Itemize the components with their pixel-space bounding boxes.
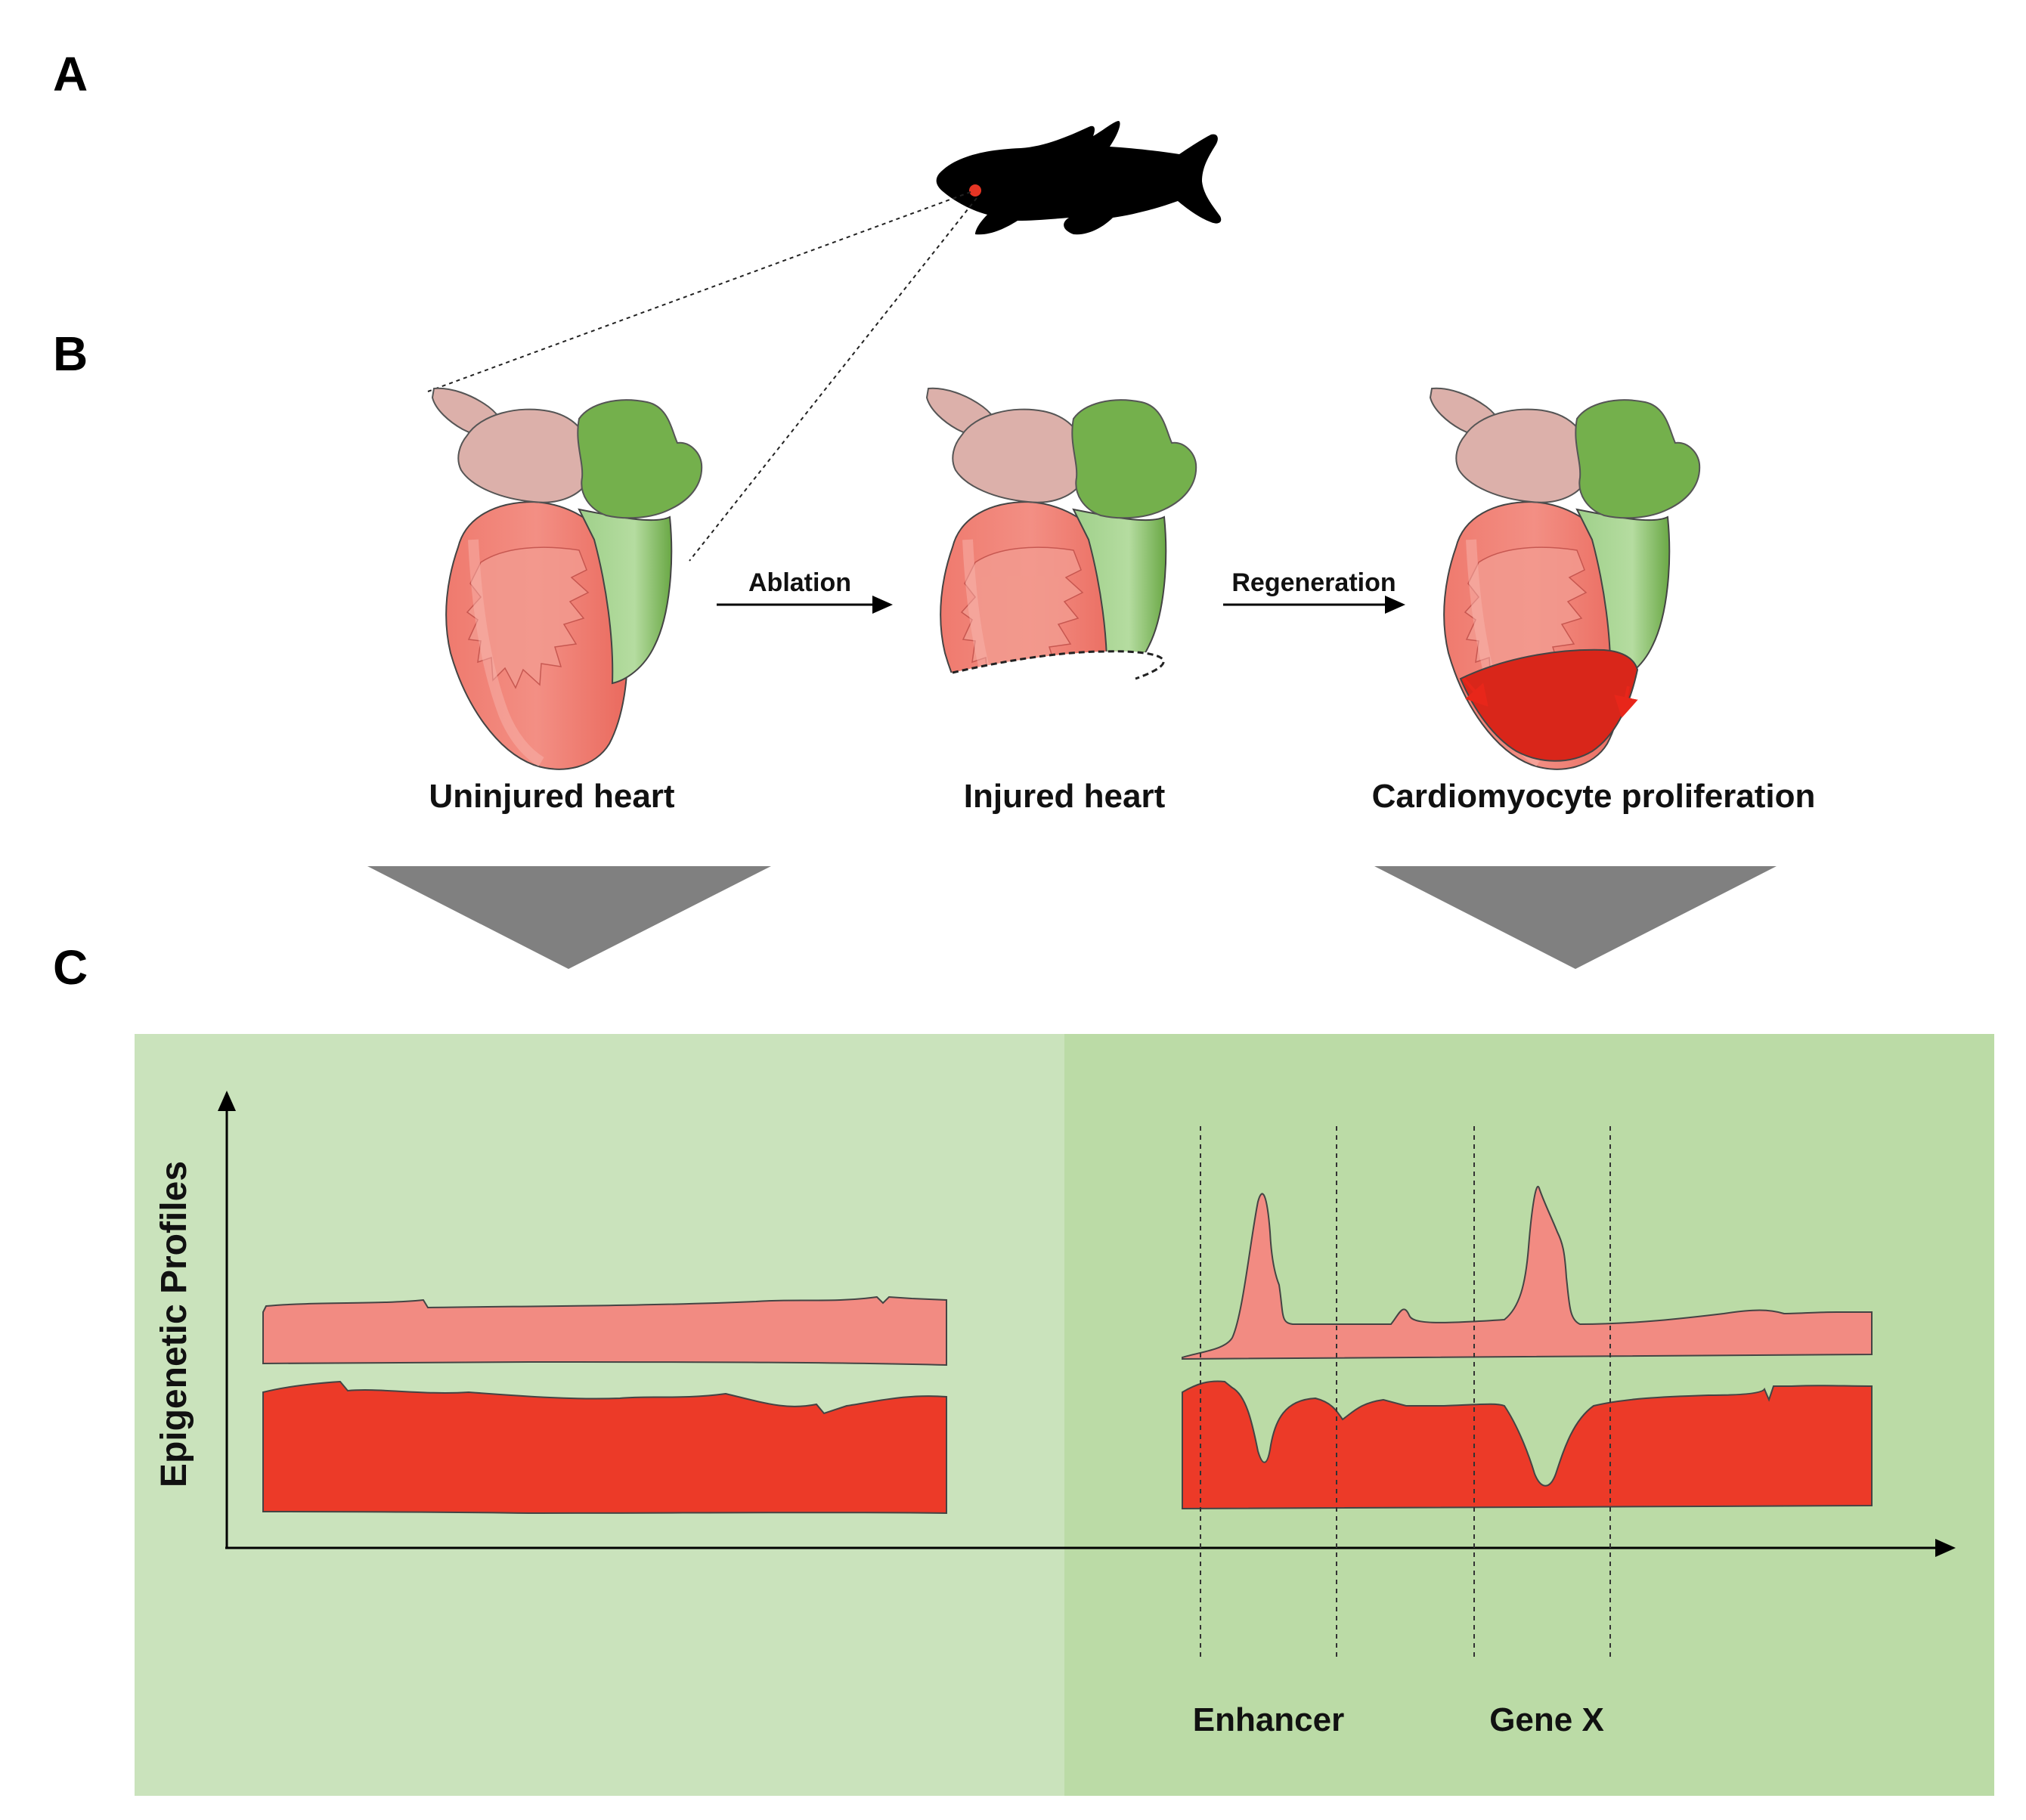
regeneration-label: Regeneration	[1231, 568, 1396, 597]
growth-arrow-right	[1614, 686, 1638, 718]
ablation-label: Ablation	[748, 568, 851, 597]
panel-c-label: C	[53, 940, 88, 995]
left-funnel-triangle	[367, 866, 771, 969]
growth-arrow-left	[1462, 677, 1489, 707]
panel-b-label: B	[53, 327, 88, 381]
cardiomyocyte-proliferation-label: Cardiomyocyte proliferation	[1372, 778, 1816, 815]
enhancer-label: Enhancer	[1193, 1701, 1345, 1738]
injured-heart-illustration	[926, 387, 1197, 680]
zoom-line-upper	[427, 191, 971, 392]
uninjured-heart-illustration	[432, 387, 703, 769]
fish-heart-dot	[969, 184, 981, 197]
proliferation-dark-track	[1182, 1380, 1873, 1510]
panel-a-label: A	[53, 47, 88, 101]
proliferation-light-track	[1182, 1185, 1873, 1360]
uninjured-dark-track	[262, 1380, 947, 1515]
y-axis-label: Epigenetic Profiles	[154, 1161, 194, 1487]
gene-x-label: Gene X	[1489, 1701, 1604, 1738]
injured-heart-label: Injured heart	[964, 778, 1166, 815]
proliferating-heart-illustration	[1430, 387, 1701, 769]
uninjured-heart-label: Uninjured heart	[429, 778, 674, 815]
zoom-line-lower	[689, 197, 977, 562]
regenerating-apex	[1459, 648, 1639, 762]
right-funnel-triangle	[1374, 866, 1777, 969]
ablation-cut-line	[952, 650, 1165, 680]
uninjured-light-track	[262, 1295, 947, 1367]
zebrafish-icon	[936, 121, 1222, 235]
